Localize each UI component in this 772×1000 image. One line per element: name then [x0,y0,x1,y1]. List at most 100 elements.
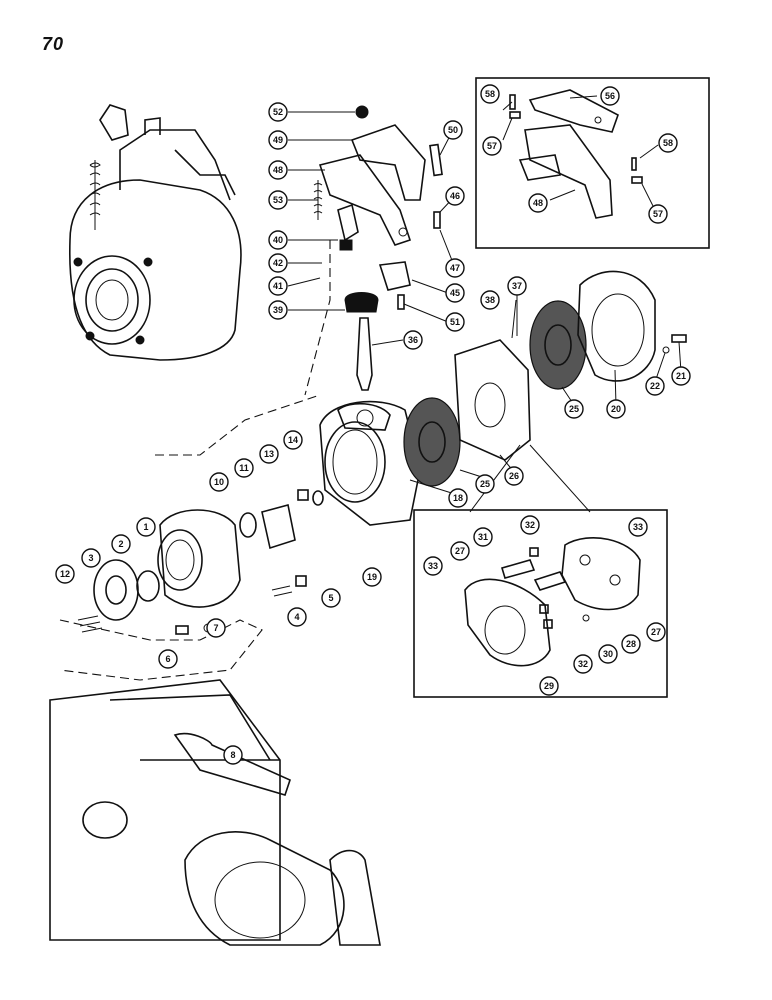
callout-7: 7 [206,618,226,638]
svg-text:32: 32 [578,659,588,669]
callout-51: 51 [445,312,465,332]
callout-13: 13 [259,444,279,464]
svg-text:12: 12 [60,569,70,579]
callout-19: 19 [362,567,382,587]
callout-28: 28 [621,634,641,654]
callout-21: 21 [671,366,691,386]
svg-text:11: 11 [239,463,249,473]
callout-25-center: 25 [475,474,495,494]
svg-text:42: 42 [273,258,283,268]
callout-40: 40 [268,230,288,250]
callout-5: 5 [321,588,341,608]
svg-text:21: 21 [676,371,686,381]
brake-housing-center [319,400,421,526]
svg-text:28: 28 [626,639,636,649]
svg-text:31: 31 [478,532,488,542]
svg-text:3: 3 [88,553,93,563]
brake-cover-right [577,270,687,382]
linkage-inset-box [475,77,710,249]
callout-27-left: 27 [450,541,470,561]
transmission-case [49,679,381,946]
callout-50: 50 [443,120,463,140]
callout-38: 38 [480,290,500,310]
svg-text:2: 2 [118,539,123,549]
svg-text:29: 29 [544,681,554,691]
caliper-inset-box [413,509,668,698]
hub-and-bearing [77,489,324,635]
callout-58-left: 58 [480,84,500,104]
callout-32-top: 32 [520,515,540,535]
callout-27-right: 27 [646,622,666,642]
callout-29: 29 [539,676,559,696]
svg-text:8: 8 [230,750,235,760]
callout-42: 42 [268,253,288,273]
callout-11: 11 [234,458,254,478]
svg-text:6: 6 [165,654,170,664]
svg-text:33: 33 [633,522,643,532]
callout-48-inset: 48 [528,193,548,213]
callout-1: 1 [136,517,156,537]
svg-text:52: 52 [273,107,283,117]
svg-text:22: 22 [650,381,660,391]
callout-37: 37 [507,276,527,296]
callout-22: 22 [645,376,665,396]
svg-text:26: 26 [509,471,519,481]
svg-text:51: 51 [450,317,460,327]
callout-47: 47 [445,258,465,278]
svg-text:40: 40 [273,235,283,245]
callout-45: 45 [445,283,465,303]
svg-text:32: 32 [525,520,535,530]
svg-text:58: 58 [485,89,495,99]
svg-text:27: 27 [651,627,661,637]
svg-text:45: 45 [450,288,460,298]
svg-text:57: 57 [487,141,497,151]
svg-text:25: 25 [480,479,490,489]
callout-2: 2 [111,534,131,554]
svg-text:5: 5 [328,593,333,603]
callout-57-left: 57 [482,136,502,156]
assembled-brake-housing [68,104,242,361]
svg-text:4: 4 [294,612,299,622]
svg-text:48: 48 [273,165,283,175]
callout-52: 52 [268,102,288,122]
svg-text:1: 1 [143,522,148,532]
svg-text:41: 41 [273,281,283,291]
callout-10: 10 [209,472,229,492]
svg-text:58: 58 [663,138,673,148]
callout-32-bottom: 32 [573,654,593,674]
svg-text:39: 39 [273,305,283,315]
brake-discs-center [403,300,587,487]
callout-53: 53 [268,190,288,210]
callout-3: 3 [81,548,101,568]
svg-text:46: 46 [450,191,460,201]
svg-text:57: 57 [653,209,663,219]
svg-text:25: 25 [569,404,579,414]
svg-text:13: 13 [264,449,274,459]
inset-caliper-parts [464,537,641,667]
callout-46: 46 [445,186,465,206]
svg-text:33: 33 [428,561,438,571]
callout-8: 8 [223,745,243,765]
svg-text:14: 14 [288,435,298,445]
callout-31: 31 [473,527,493,547]
assembly-guide-lines [59,240,331,681]
callout-36: 36 [403,330,423,350]
brake-actuating-linkage [313,105,443,391]
svg-text:20: 20 [611,404,621,414]
callout-57-right: 57 [648,204,668,224]
svg-text:30: 30 [603,649,613,659]
callout-25-right: 25 [564,399,584,419]
callout-48-main: 48 [268,160,288,180]
svg-text:38: 38 [485,295,495,305]
svg-text:7: 7 [213,623,218,633]
svg-text:48: 48 [533,198,543,208]
callout-26: 26 [504,466,524,486]
callout-33-left: 33 [423,556,443,576]
callout-6: 6 [158,649,178,669]
svg-text:18: 18 [453,493,463,503]
callout-12: 12 [55,564,75,584]
svg-text:10: 10 [214,477,224,487]
callout-56: 56 [600,86,620,106]
callout-4: 4 [287,607,307,627]
svg-text:47: 47 [450,263,460,273]
